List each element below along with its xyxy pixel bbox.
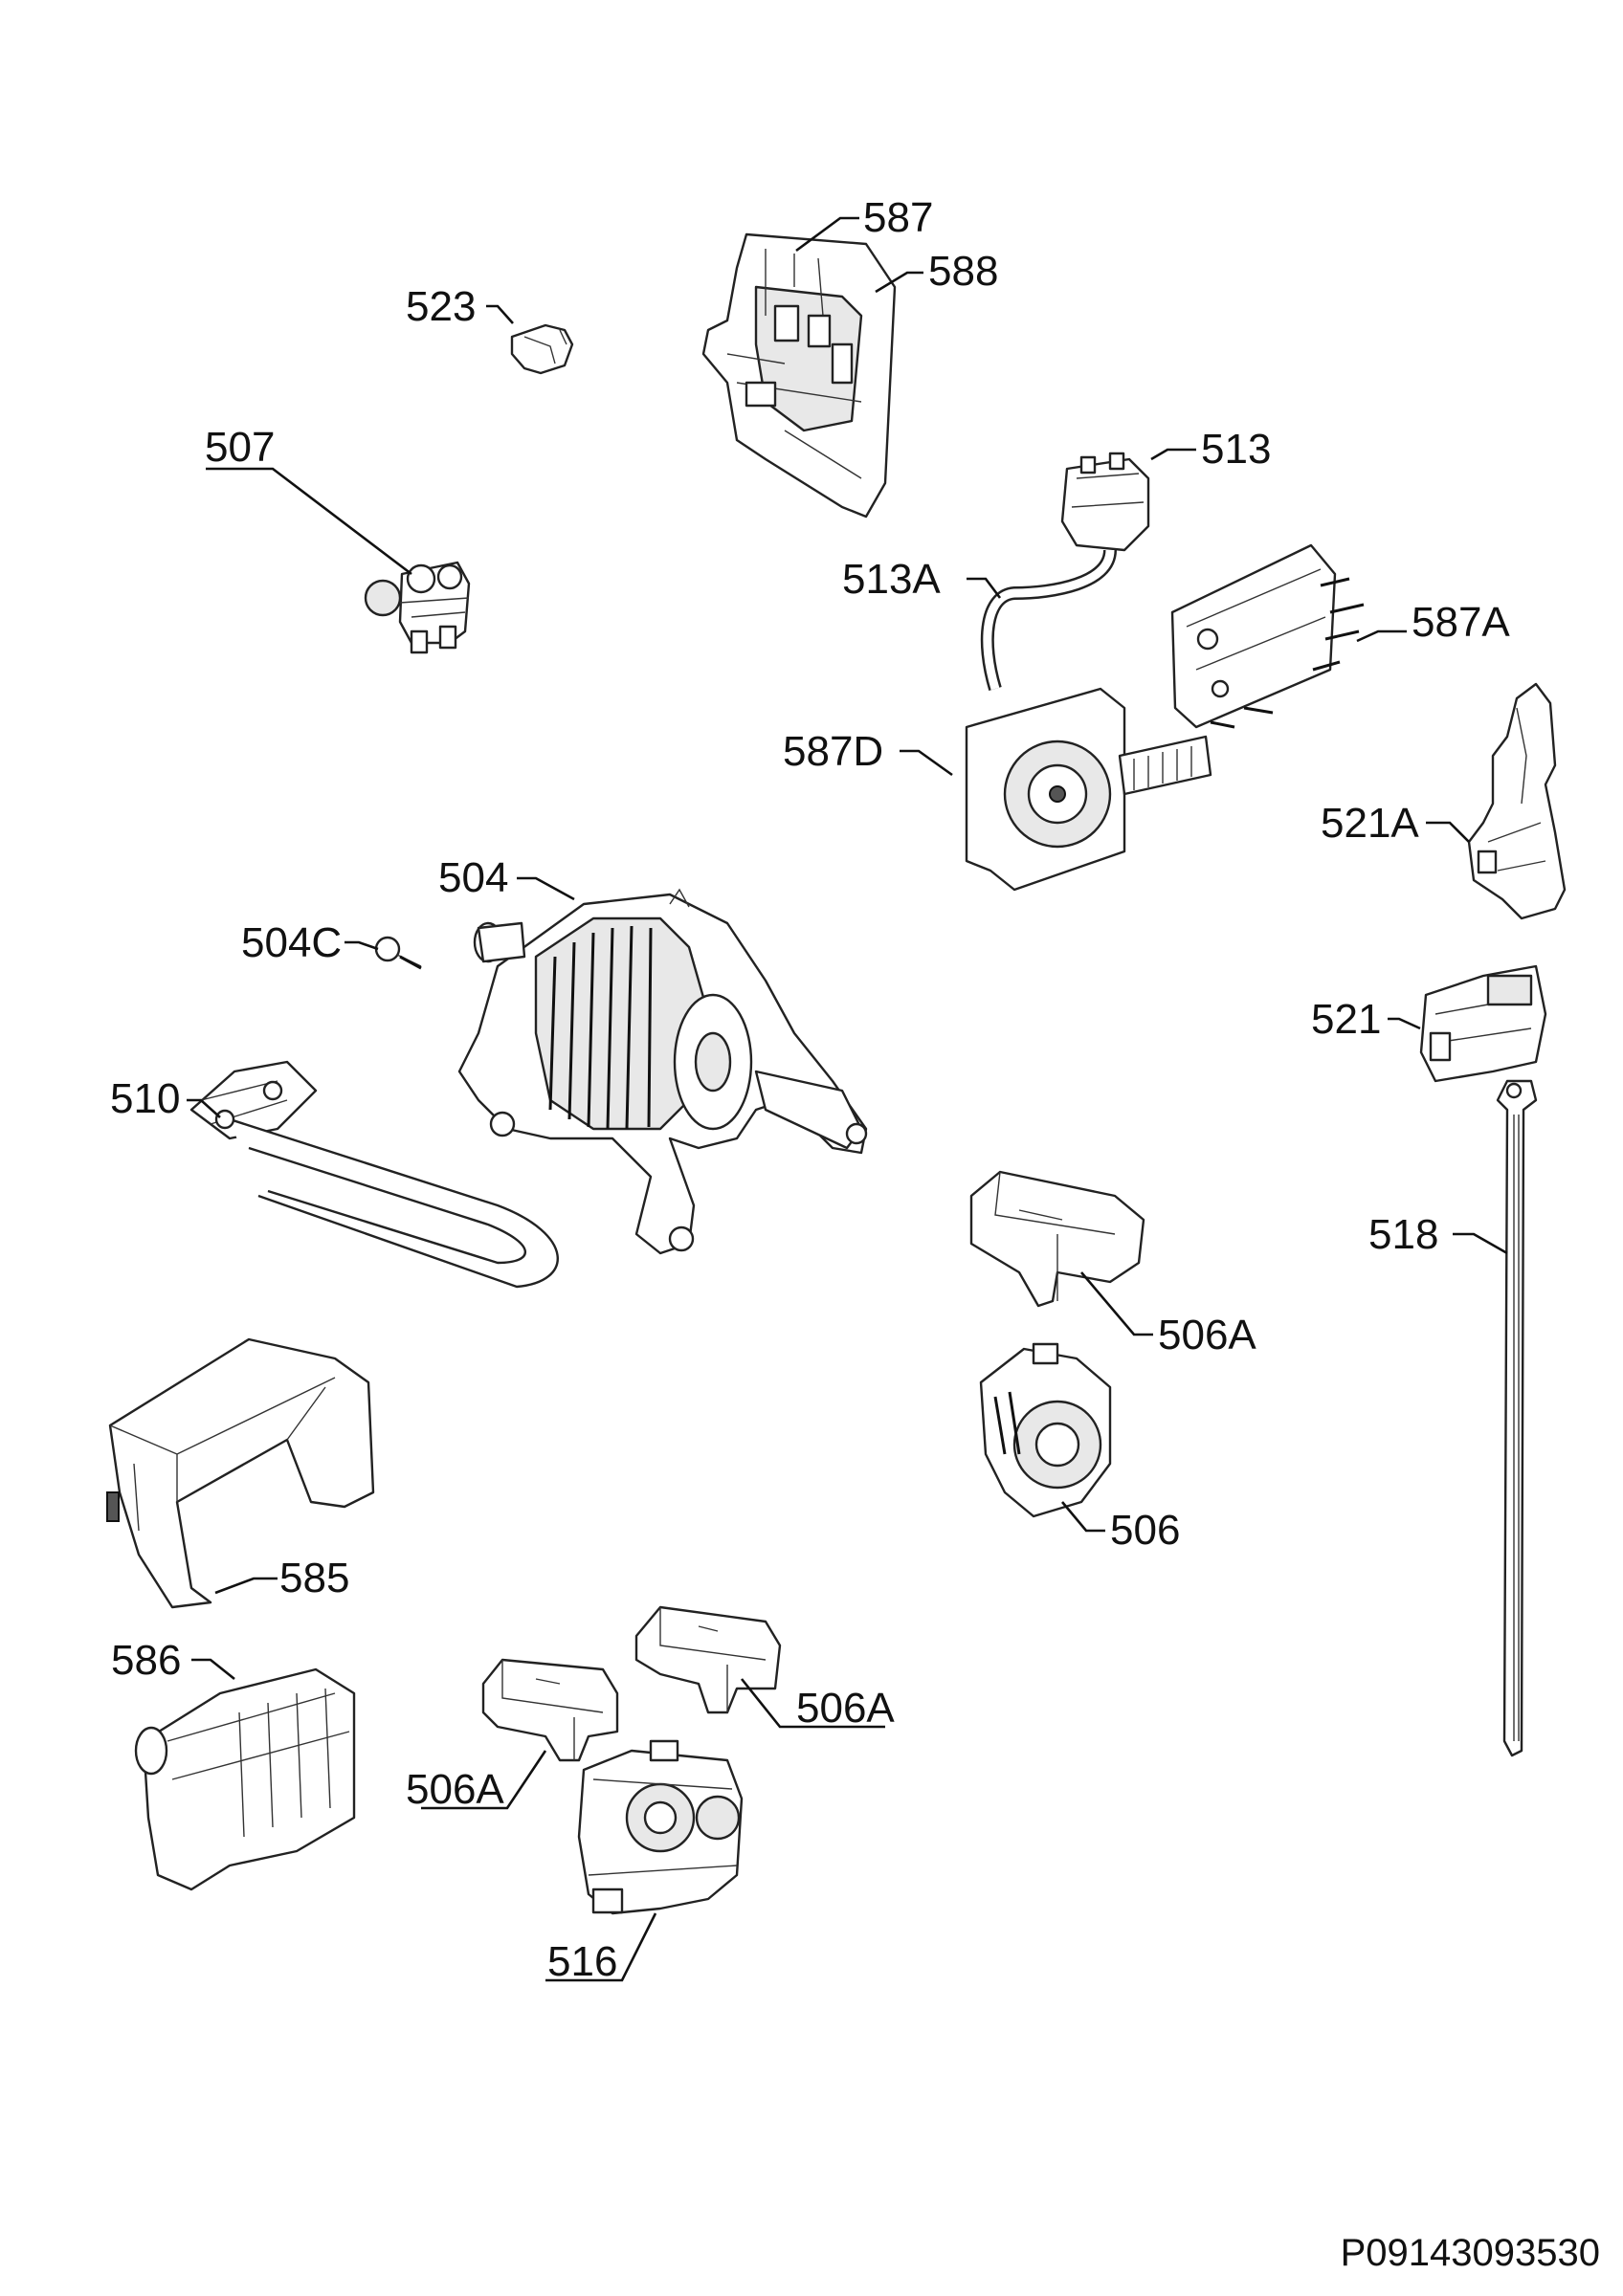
label-521: 521 (1311, 996, 1381, 1043)
part-521-door-lock[interactable] (1419, 964, 1547, 1083)
part-587-588-board[interactable] (701, 232, 897, 519)
part-513A-hose[interactable] (980, 549, 1117, 692)
drawing-code: P09143093530 (1340, 2232, 1600, 2274)
part-510-heater[interactable] (189, 1060, 559, 1289)
label-587: 587 (863, 194, 933, 241)
part-513-pressure-switch[interactable] (1060, 452, 1150, 552)
label-585: 585 (279, 1555, 349, 1601)
label-506A-3: 506A (406, 1766, 504, 1813)
label-504C: 504C (241, 919, 342, 966)
part-585-filter-cover[interactable] (106, 1337, 375, 1609)
part-506A-pump-cover-upper[interactable] (969, 1170, 1145, 1308)
label-513: 513 (1201, 426, 1271, 473)
label-586: 586 (111, 1637, 181, 1684)
label-510: 510 (110, 1075, 180, 1122)
label-507: 507 (205, 424, 275, 471)
label-504: 504 (438, 854, 508, 901)
label-516: 516 (547, 1938, 617, 1985)
label-506A-1: 506A (1158, 1312, 1256, 1358)
part-516-double-pump[interactable] (577, 1739, 744, 1915)
label-587D: 587D (783, 728, 883, 775)
part-506-drain-pump[interactable] (979, 1342, 1112, 1518)
part-587A-control-board[interactable] (1170, 543, 1365, 729)
label-506A-2: 506A (796, 1685, 895, 1732)
part-506A-pump-cover-middle[interactable] (634, 1605, 782, 1714)
label-513A: 513A (842, 556, 941, 603)
label-521A: 521A (1321, 800, 1419, 847)
part-587D-knob-module[interactable] (965, 687, 1212, 892)
part-506A-pump-cover-left[interactable] (481, 1658, 619, 1762)
part-504C-screw[interactable] (374, 936, 422, 970)
label-518: 518 (1368, 1211, 1438, 1258)
part-586-filter-housing[interactable] (134, 1667, 356, 1891)
label-588: 588 (928, 248, 998, 295)
part-507-inlet-valve[interactable] (364, 561, 471, 654)
label-587A: 587A (1412, 599, 1510, 646)
part-504-motor[interactable] (457, 888, 868, 1255)
part-518-rod[interactable] (1496, 1079, 1538, 1757)
part-521A-lock-bracket[interactable] (1467, 682, 1567, 920)
label-523: 523 (406, 283, 476, 330)
part-523-clip[interactable] (510, 323, 574, 375)
label-506: 506 (1110, 1507, 1180, 1554)
